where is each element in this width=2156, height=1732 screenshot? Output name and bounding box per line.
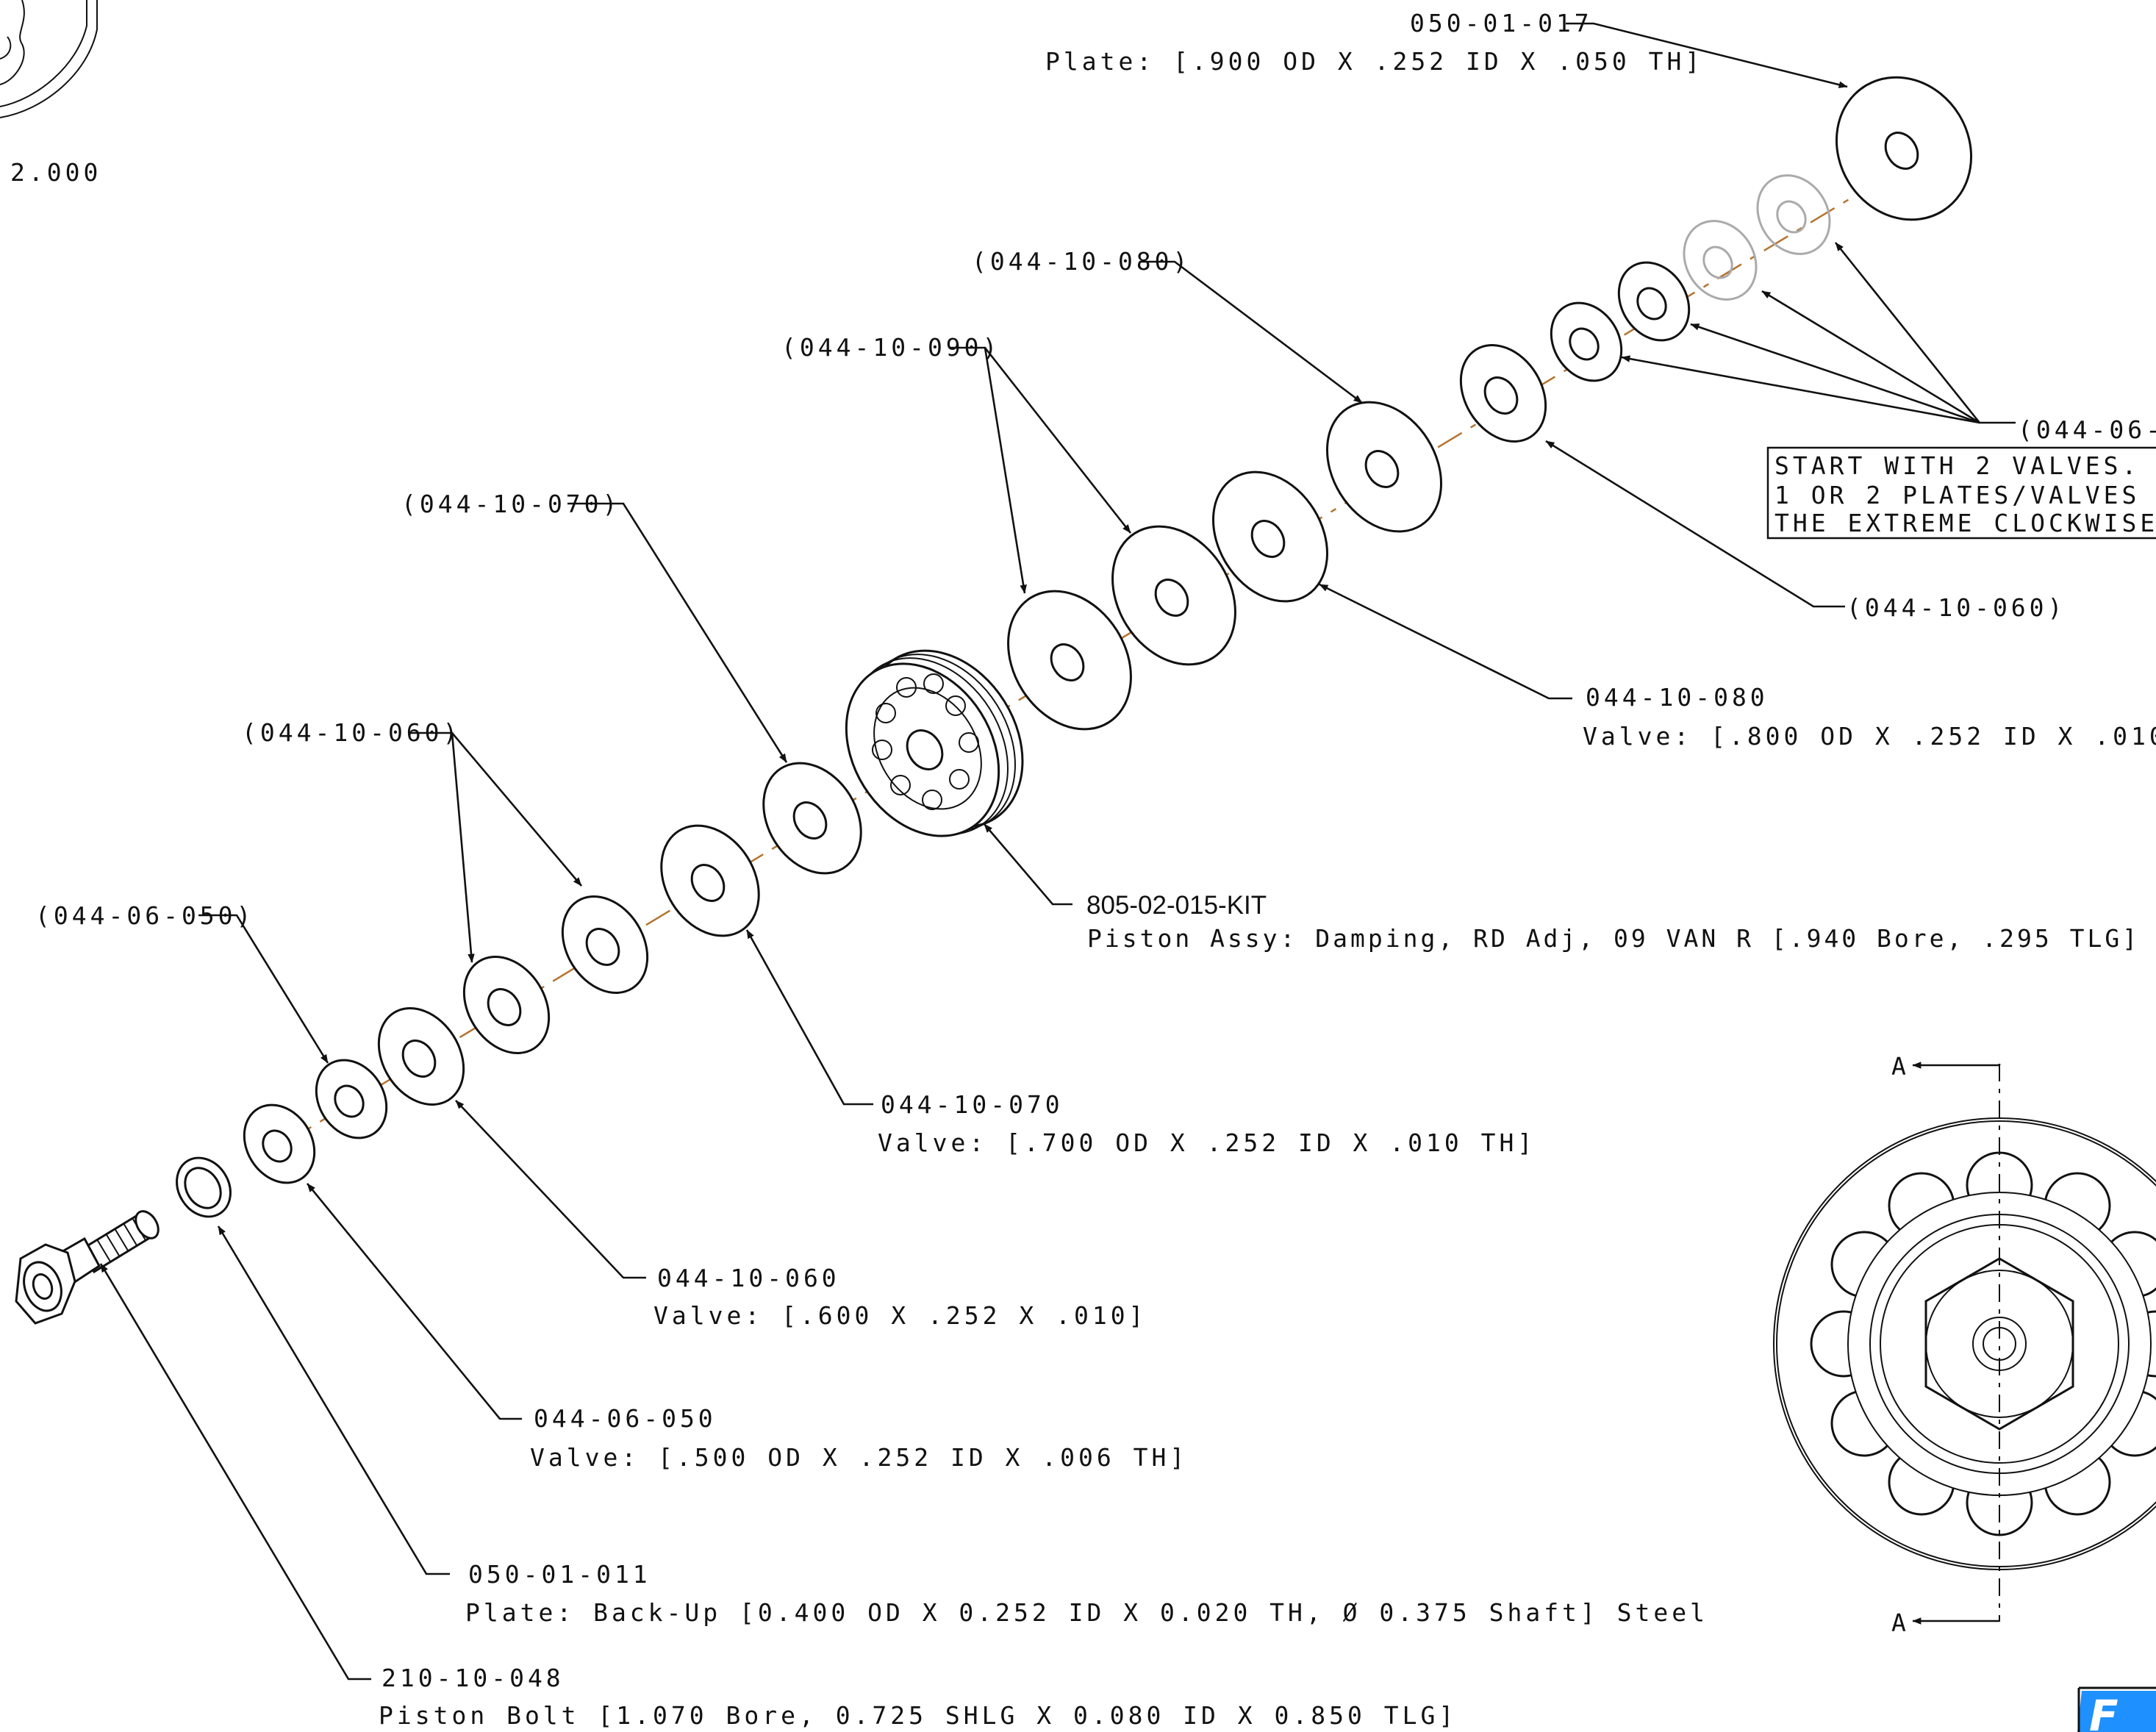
optional-valve-faint-2 xyxy=(1683,220,1758,301)
callout-044-06-050-number: 044-06-050 xyxy=(534,1404,717,1433)
callout-044-10-090-ref: (044-10-090) xyxy=(781,333,1000,362)
partial-detail-view xyxy=(0,0,98,118)
valve-044-10-060-right xyxy=(1459,344,1547,443)
dimension-text: 2.000 xyxy=(10,158,101,187)
callout-044-10-060-ref-left: (044-10-060) xyxy=(242,718,461,747)
callout-210-10-048-number: 210-10-048 xyxy=(382,1664,565,1692)
leader-lines xyxy=(99,22,2016,1681)
valve-044-10-060-left-b xyxy=(462,956,551,1054)
callout-044-10-070-description: Valve: [.700 OD X .252 ID X .010 TH] xyxy=(878,1128,1536,1157)
section-label-bottom: A xyxy=(1891,1608,1910,1637)
callout-805-02-015-kit-number: 805-02-015-KIT xyxy=(1086,891,1267,920)
callout-044-10-080-ref: (044-10-080) xyxy=(972,247,1191,276)
valve-044-06-050-left-a xyxy=(315,1059,388,1139)
note-line-1: START WITH 2 VALVES. NO VAL xyxy=(1774,451,2156,480)
washer-stack xyxy=(176,76,1973,1218)
callout-050-01-011-description: Plate: Back-Up [0.400 OD X 0.252 ID X 0.… xyxy=(465,1598,1708,1627)
callout-044-10-060-description: Valve: [.600 X .252 X .010] xyxy=(653,1301,1147,1330)
valve-044-10-090-a xyxy=(1111,525,1236,666)
callout-044-10-070-ref: (044-10-070) xyxy=(401,490,620,518)
callout-labels: 050-01-017 Plate: [.900 OD X .252 ID X .… xyxy=(35,9,2156,1730)
logo-letters: F xyxy=(2089,1691,2119,1732)
valve-044-10-060-left-a xyxy=(561,895,649,994)
callout-044-06-05-ref: (044-06-05 xyxy=(2018,415,2156,444)
note-line-3: THE EXTREME CLOCKWISE POSIT xyxy=(1774,509,2156,537)
valve-044-10-060-left-c xyxy=(377,1007,465,1106)
callout-044-10-060-number: 044-10-060 xyxy=(657,1264,840,1292)
callout-044-06-050-description: Valve: [.500 OD X .252 ID X .006 TH] xyxy=(530,1443,1188,1472)
callout-044-10-080-number: 044-10-080 xyxy=(1586,683,1769,712)
callout-050-01-017-description: Plate: [.900 OD X .252 ID X .050 TH] xyxy=(1045,47,1703,76)
valve-044-10-080-b xyxy=(1212,470,1328,603)
section-label-top: A xyxy=(1891,1052,1910,1081)
callout-044-10-080-description: Valve: [.800 OD X .252 ID X .010 TH] xyxy=(1583,722,2156,751)
callout-050-01-011-number: 050-01-011 xyxy=(468,1560,651,1589)
piston-icon xyxy=(845,649,1024,837)
valve-044-06-050-right-a xyxy=(1617,261,1691,342)
callout-050-01-017-number: 050-01-017 xyxy=(1410,9,1593,37)
valve-044-10-080-a xyxy=(1326,401,1442,533)
valve-044-10-090-b xyxy=(1007,590,1132,731)
valve-044-06-050-left-b xyxy=(243,1103,316,1184)
assembly-note: START WITH 2 VALVES. NO VAL 1 OR 2 PLATE… xyxy=(1766,446,2156,540)
plate-050-01-017 xyxy=(1835,76,1973,221)
valve-044-06-050-right-b xyxy=(1550,301,1623,382)
washer-icon xyxy=(176,1156,232,1218)
note-line-2: 1 OR 2 PLATES/VALVES MAY BE xyxy=(1774,481,2156,509)
callout-044-06-050-ref: (044-06-050) xyxy=(35,901,254,930)
callout-805-02-015-kit-description: Piston Assy: Damping, RD Adj, 09 VAN R [… xyxy=(1087,924,2156,953)
optional-valve-faint-1 xyxy=(1756,174,1831,255)
callout-210-10-048-description: Piston Bolt [1.070 Bore, 0.725 SHLG X 0.… xyxy=(379,1701,1457,1730)
callout-044-10-070-number: 044-10-070 xyxy=(881,1090,1064,1119)
valve-044-10-070-b xyxy=(660,824,760,937)
valve-044-10-070-a xyxy=(762,762,862,875)
section-view-icon: A A xyxy=(1773,1052,2156,1637)
callout-044-10-060-ref-right: (044-10-060) xyxy=(1847,593,2066,622)
company-logo: F xyxy=(2077,1686,2156,1732)
piston-bolt-icon xyxy=(15,1210,160,1325)
